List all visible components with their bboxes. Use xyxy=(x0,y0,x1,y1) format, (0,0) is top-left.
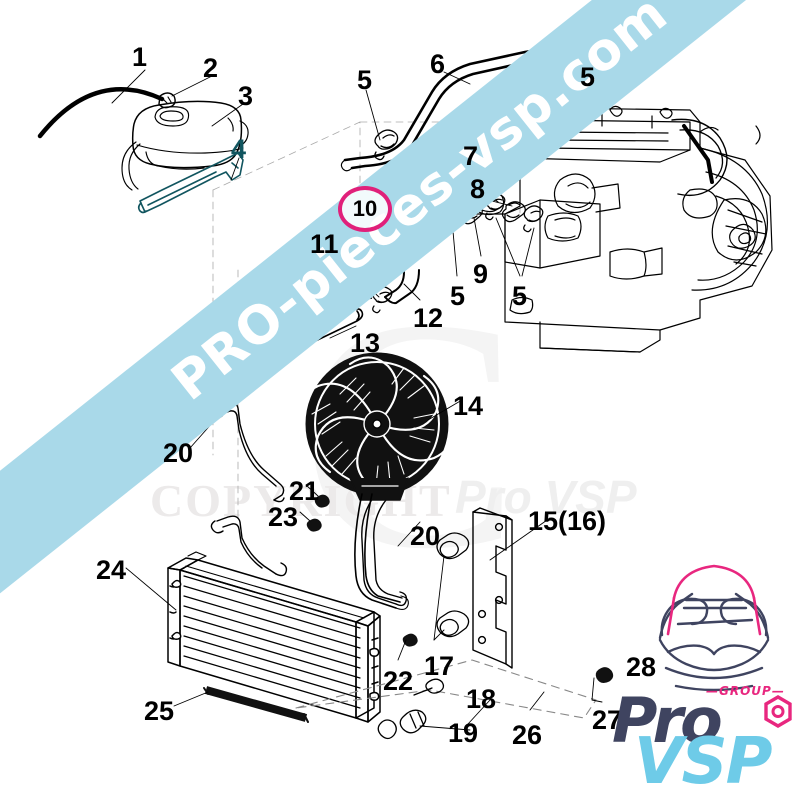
callout-label-20[interactable]: 20 xyxy=(163,438,194,468)
callout-label-6[interactable]: 6 xyxy=(430,49,446,79)
callout-label-1[interactable]: 1 xyxy=(132,42,148,72)
callout-label-2[interactable]: 2 xyxy=(203,53,219,83)
callout-label-11[interactable]: 11 xyxy=(310,229,339,259)
callout-label-25[interactable]: 25 xyxy=(144,696,175,726)
callout-label-5[interactable]: 5 xyxy=(580,62,596,92)
callout-label-8[interactable]: 8 xyxy=(470,174,486,204)
callout-label-23[interactable]: 23 xyxy=(268,502,299,532)
watermark-provsp: Pro VSP xyxy=(455,471,637,523)
callout-label-5[interactable]: 5 xyxy=(450,281,466,311)
callout-label-17[interactable]: 17 xyxy=(424,651,455,681)
callout-label-20[interactable]: 20 xyxy=(410,521,441,551)
callout-label-22[interactable]: 22 xyxy=(383,666,414,696)
callout-label-14[interactable]: 14 xyxy=(453,391,484,421)
callout-label-21[interactable]: 21 xyxy=(289,476,320,506)
callout-10-highlight[interactable]: 10 xyxy=(338,186,392,232)
callout-label-19[interactable]: 19 xyxy=(448,718,479,748)
callout-label-13[interactable]: 13 xyxy=(350,328,381,358)
callout-label-18[interactable]: 18 xyxy=(466,684,497,714)
callout-label-27[interactable]: 27 xyxy=(592,705,623,735)
callout-label-5[interactable]: 5 xyxy=(512,281,528,311)
logo-pro-text: Pro xyxy=(612,684,723,757)
callout-label-1516[interactable]: 15(16) xyxy=(528,506,607,536)
logo-group-text: —GROUP— xyxy=(706,684,785,698)
callout-label-26[interactable]: 26 xyxy=(512,720,543,750)
callout-label-28[interactable]: 28 xyxy=(626,652,657,682)
callout-label-12[interactable]: 12 xyxy=(413,303,444,333)
provsp-logo[interactable]: —GROUP— Pro VSP xyxy=(612,684,797,799)
callout-label-5[interactable]: 5 xyxy=(357,65,373,95)
callout-label-7[interactable]: 7 xyxy=(463,141,479,171)
logo-vsp-text: VSP xyxy=(634,725,773,799)
hex-nut-icon xyxy=(764,695,792,728)
callout-label-9[interactable]: 9 xyxy=(473,259,489,289)
callout-label-24[interactable]: 24 xyxy=(96,555,127,585)
callout-label-3[interactable]: 3 xyxy=(238,81,254,111)
callout-label-4[interactable]: 4 xyxy=(231,134,247,164)
